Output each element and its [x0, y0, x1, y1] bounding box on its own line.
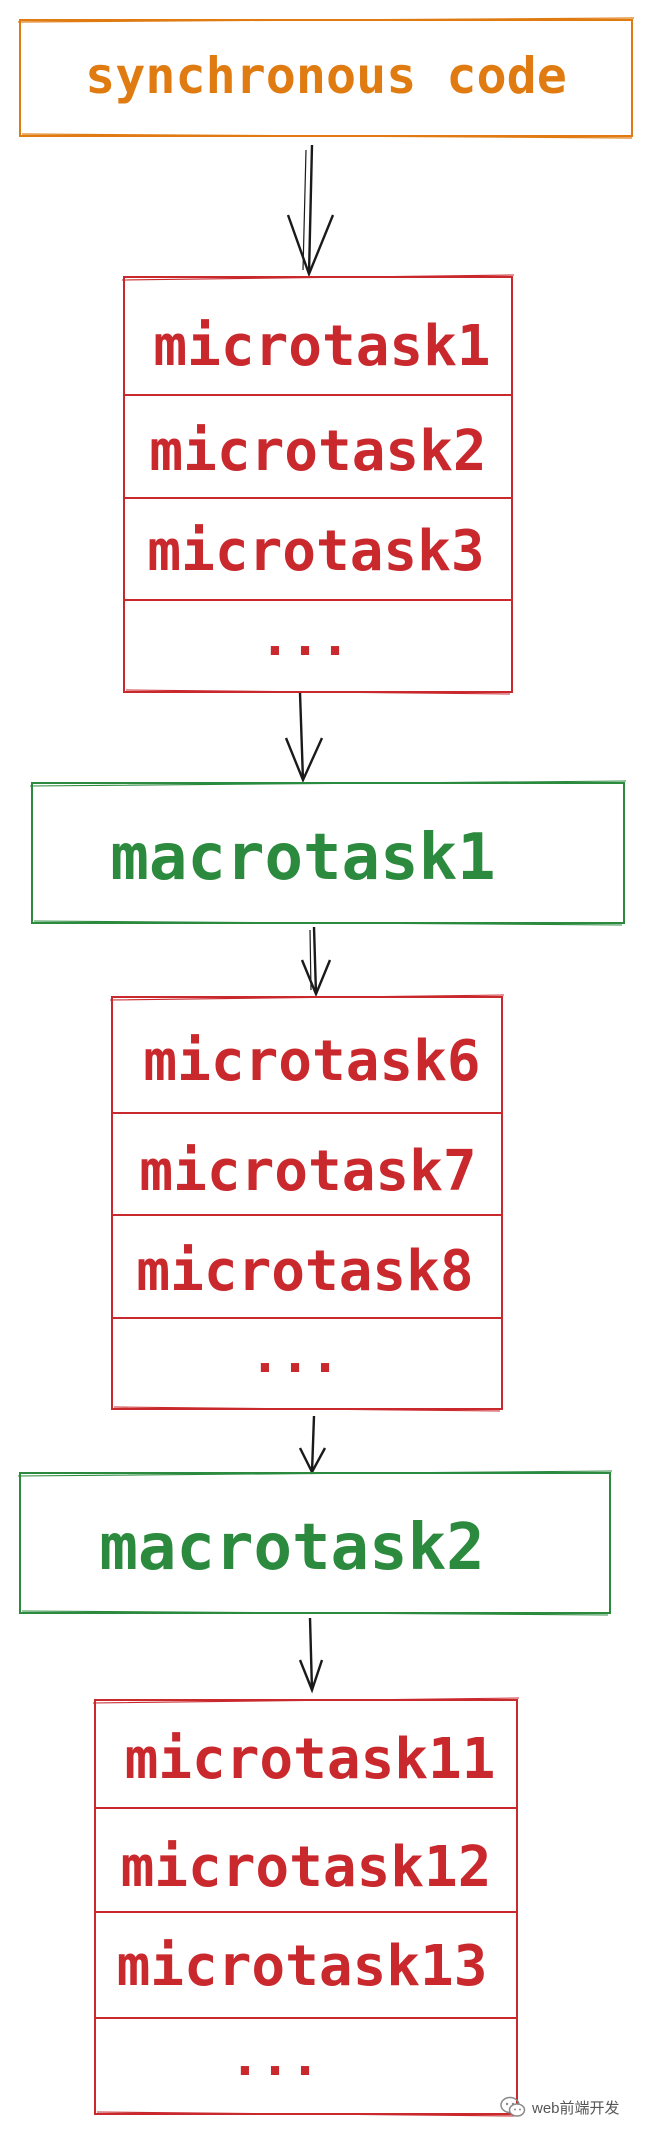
sync-code-label: synchronous code [85, 47, 567, 105]
microtask-group-3-item-1: microtask11 [125, 1727, 496, 1792]
sync-code-block: synchronous code [17, 17, 635, 139]
microtask-group-3-ellipsis: ... [230, 2029, 320, 2087]
microtask-group-3-item-2: microtask12 [121, 1835, 492, 1900]
arrow-down-icon [284, 692, 324, 784]
microtask-group-2: microtask6 microtask7 microtask8 ... [109, 994, 505, 1412]
microtask-group-1-ellipsis: ... [260, 609, 350, 667]
microtask-group-1-item-3: microtask3 [147, 519, 484, 584]
arrow-down-icon [298, 1415, 327, 1475]
watermark-text: web前端开发 [532, 2099, 620, 2117]
macrotask-1-label: macrotask1 [110, 821, 495, 895]
wechat-icon [500, 2096, 526, 2118]
microtask-group-2-ellipsis: ... [250, 1326, 340, 1384]
arrow-down-icon [286, 144, 335, 278]
arrow-down-icon [300, 926, 332, 998]
arrow-down-icon [298, 1617, 324, 1694]
microtask-group-1-item-1: microtask1 [153, 314, 490, 379]
macrotask-block-1: macrotask1 [29, 780, 627, 926]
microtask-group-1: microtask1 microtask2 microtask3 ... [121, 274, 515, 695]
microtask-group-2-item-2: microtask7 [139, 1139, 476, 1204]
microtask-group-1-item-2: microtask2 [149, 419, 486, 484]
microtask-group-2-item-3: microtask8 [136, 1239, 473, 1304]
microtask-group-2-item-1: microtask6 [143, 1029, 480, 1094]
macrotask-block-2: macrotask2 [17, 1470, 613, 1616]
watermark: web前端开发 [500, 2092, 650, 2122]
microtask-group-3-item-3: microtask13 [117, 1934, 488, 1999]
macrotask-2-label: macrotask2 [99, 1511, 484, 1585]
microtask-group-3: microtask11 microtask12 microtask13 ... [92, 1697, 520, 2117]
